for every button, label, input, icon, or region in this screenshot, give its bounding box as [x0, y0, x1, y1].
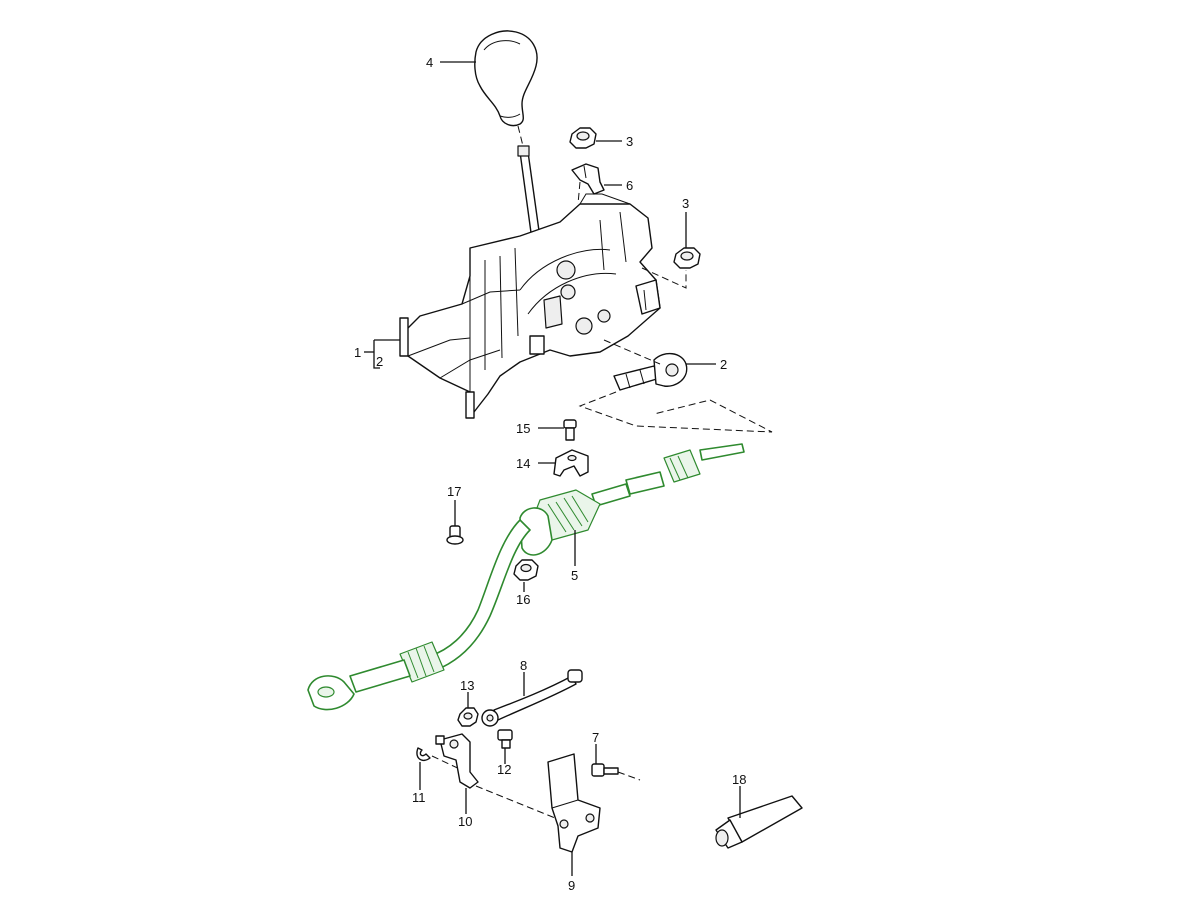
- callout-18: 18: [732, 772, 746, 787]
- callout-5: 5: [571, 568, 578, 583]
- lever-bracket[interactable]: [435, 733, 479, 789]
- ball-socket[interactable]: [613, 353, 688, 391]
- callout-3-right: 3: [682, 196, 689, 211]
- linkage-rod[interactable]: [481, 669, 583, 727]
- callout-2: 2: [720, 357, 727, 372]
- nut-13[interactable]: [457, 707, 479, 727]
- callout-9: 9: [568, 878, 575, 893]
- callout-3-top: 3: [626, 134, 633, 149]
- clip[interactable]: [571, 163, 605, 195]
- callout-6: 6: [626, 178, 633, 193]
- nut-right[interactable]: [673, 247, 701, 269]
- screw-17[interactable]: [446, 525, 464, 545]
- callout-14: 14: [516, 456, 530, 471]
- bolt-12[interactable]: [497, 729, 513, 749]
- nut-top[interactable]: [569, 127, 597, 149]
- grease-tube[interactable]: [715, 795, 803, 849]
- callout-10: 10: [458, 814, 472, 829]
- cable-bracket[interactable]: [553, 449, 589, 477]
- callout-16: 16: [516, 592, 530, 607]
- callout-1: 1: [354, 345, 361, 360]
- callout-1-sub: 2: [376, 354, 383, 369]
- shift-knob[interactable]: [474, 30, 538, 127]
- shift-cable[interactable]: [307, 443, 745, 711]
- callout-12: 12: [497, 762, 511, 777]
- screw-15[interactable]: [563, 419, 577, 441]
- callout-8: 8: [520, 658, 527, 673]
- callout-13: 13: [460, 678, 474, 693]
- callout-15: 15: [516, 421, 530, 436]
- screw-7[interactable]: [591, 763, 619, 777]
- leader-lines: [364, 61, 741, 876]
- callout-11: 11: [412, 790, 426, 805]
- nut-16[interactable]: [513, 559, 539, 581]
- mounting-plate[interactable]: [547, 753, 601, 853]
- callout-17: 17: [447, 484, 461, 499]
- callouts: 4 3 6 3 1 2 2 15 14 17 5 16 8 13 7 12 11…: [354, 55, 746, 893]
- callout-7: 7: [592, 730, 599, 745]
- circlip[interactable]: [416, 747, 431, 762]
- shifter-housing[interactable]: [399, 145, 661, 419]
- callout-4: 4: [426, 55, 433, 70]
